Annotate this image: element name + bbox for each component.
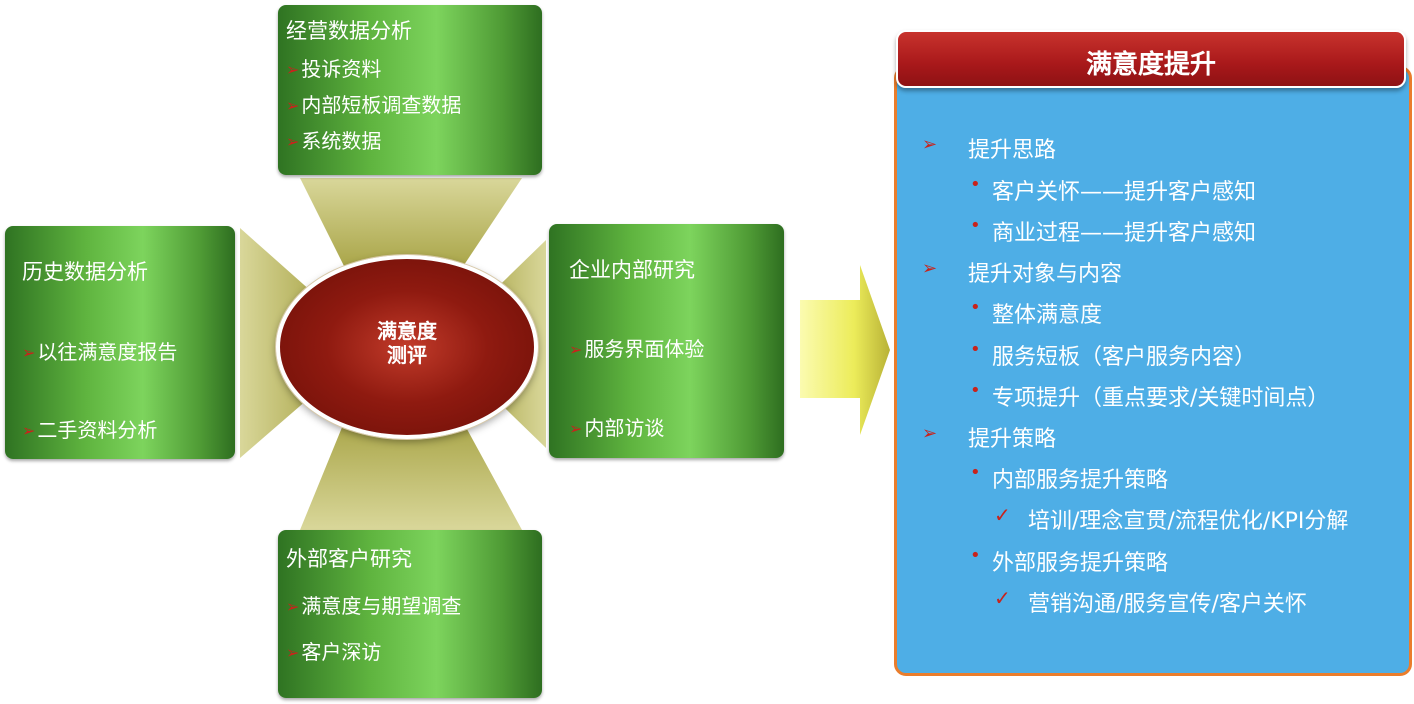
panel-line: •服务短板（客户服务内容）: [970, 339, 1257, 370]
panel-line: ✓营销沟通/服务宣传/客户关怀: [994, 586, 1307, 617]
arrow-icon: ➢: [286, 132, 300, 151]
connector-bottom: [300, 420, 522, 530]
list-item: ➢投诉资料: [286, 57, 382, 81]
big-arrow: [800, 265, 890, 435]
arrow-bullet-icon: ➢: [922, 423, 938, 444]
dot-bullet-icon: •: [970, 174, 981, 195]
arrow-icon: ➢: [286, 597, 300, 616]
arrow-icon: ➢: [569, 340, 583, 359]
list-item: ➢服务界面体验: [569, 337, 705, 361]
dot-bullet-icon: •: [970, 297, 981, 318]
arrow-icon: ➢: [22, 421, 36, 440]
panel-line: •外部服务提升策略: [970, 545, 1169, 576]
dot-bullet-icon: •: [970, 380, 981, 401]
panel-line: ➢提升对象与内容: [922, 258, 1123, 287]
check-icon: ✓: [994, 503, 1011, 527]
panel-line: ➢提升策略: [922, 423, 1057, 452]
panel-line: •专项提升（重点要求/关键时间点）: [970, 380, 1330, 411]
arrow-icon: ➢: [286, 60, 300, 79]
dot-bullet-icon: •: [970, 215, 981, 236]
dot-bullet-icon: •: [970, 339, 981, 360]
panel-line: •内部服务提升策略: [970, 462, 1169, 493]
box-title: 外部客户研究: [286, 547, 412, 571]
dot-bullet-icon: •: [970, 462, 981, 483]
panel-line: •商业过程——提升客户感知: [970, 215, 1257, 246]
panel-header: 满意度提升: [896, 30, 1406, 88]
box-external-research: 外部客户研究 ➢满意度与期望调查 ➢客户深访: [278, 530, 542, 698]
arrow-icon: ➢: [286, 643, 300, 662]
list-item: ➢以往满意度报告: [22, 340, 178, 364]
box-internal-research: 企业内部研究 ➢服务界面体验 ➢内部访谈: [549, 224, 784, 458]
improvement-panel: [894, 66, 1412, 676]
box-title: 经营数据分析: [286, 19, 412, 43]
arrow-bullet-icon: ➢: [922, 258, 938, 279]
box-historical-data: 历史数据分析 ➢以往满意度报告 ➢二手资料分析: [5, 226, 235, 459]
check-icon: ✓: [994, 586, 1011, 610]
list-item: ➢满意度与期望调查: [286, 594, 462, 618]
list-item: ➢内部访谈: [569, 416, 665, 440]
panel-line: ✓培训/理念宣贯/流程优化/KPI分解: [994, 503, 1349, 534]
list-item: ➢二手资料分析: [22, 418, 158, 442]
arrow-icon: ➢: [569, 419, 583, 438]
arrow-bullet-icon: ➢: [922, 134, 938, 155]
arrow-icon: ➢: [286, 96, 300, 115]
list-item: ➢客户深访: [286, 640, 382, 664]
connector-top: [300, 178, 522, 268]
panel-line: ➢提升思路: [922, 134, 1057, 163]
panel-line: •整体满意度: [970, 297, 1103, 328]
list-item: ➢内部短板调查数据: [286, 93, 462, 117]
ellipse-label: 满意度 测评: [377, 319, 437, 367]
list-item: ➢系统数据: [286, 129, 382, 153]
dot-bullet-icon: •: [970, 545, 981, 566]
box-title: 历史数据分析: [22, 260, 148, 284]
panel-line: •客户关怀——提升客户感知: [970, 174, 1257, 205]
box-operating-data: 经营数据分析 ➢投诉资料 ➢内部短板调查数据 ➢系统数据: [278, 5, 542, 175]
box-title: 企业内部研究: [569, 258, 695, 282]
satisfaction-evaluation-ellipse: 满意度 测评: [276, 255, 538, 439]
panel-title: 满意度提升: [1085, 50, 1216, 80]
arrow-icon: ➢: [22, 343, 36, 362]
